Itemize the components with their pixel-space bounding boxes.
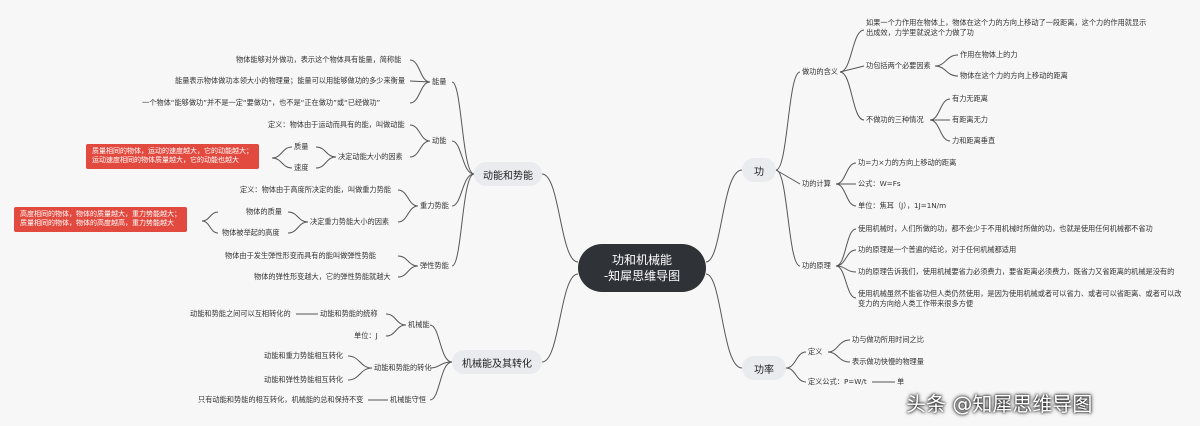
shouheng-desc: 只有动能和势能的相互转化，机械能的总和保持不变 xyxy=(198,395,364,404)
gong-hanyi-def-1: 如果一个力作用在物体上，物体在这个力的方向上移动了一段距离，这个力的作用就显示 xyxy=(866,18,1147,27)
gonglv-dingyi[interactable]: 定义 xyxy=(808,347,823,356)
dongneng-f2: 速度 xyxy=(294,163,309,172)
gong-bu-2: 有距离无力 xyxy=(952,115,988,124)
gonglv-dingyi-2: 表示做功快慢的物理量 xyxy=(852,357,924,366)
dongneng-factor[interactable]: 决定动能大小的因素 xyxy=(338,152,403,161)
root-topic[interactable]: 功和机械能 -知犀思维导图 xyxy=(578,244,706,292)
tanxing-1: 物体由于发生弹性形变而具有的能叫做弹性势能 xyxy=(225,251,376,260)
gonglv-danwei: 单 xyxy=(897,377,905,386)
tanxing[interactable]: 弹性势能 xyxy=(420,261,449,270)
zhongli-f1: 物体的质量 xyxy=(246,207,282,216)
zhongli[interactable]: 重力势能 xyxy=(420,201,449,210)
zhuanhua-2: 动能和弹性势能相互转化 xyxy=(264,375,344,384)
nengliang-2: 能量表示物体做功本领大小的物理量；能量可以用能够做功的多少来衡量 xyxy=(175,76,406,85)
nengliang-1: 物体能够对外做功，表示这个物体具有能量，简称能 xyxy=(236,55,402,64)
dongneng-note-2: 运动速度相同的物体质量越大，它的动能也越大 xyxy=(92,156,239,165)
dongneng[interactable]: 动能 xyxy=(432,136,447,145)
gonglv-dingyi-1: 功与做功所用时间之比 xyxy=(852,335,924,344)
gong-yuanli[interactable]: 功的原理 xyxy=(802,261,831,270)
gong-bu-3: 力和距离垂直 xyxy=(952,136,996,145)
gong-yinsu-1: 作用在物体上的力 xyxy=(960,50,1018,59)
branch-jixieneng[interactable]: 机械能及其转化 xyxy=(452,350,542,374)
jixieneng-danwei: 单位：J xyxy=(354,331,378,340)
zhuanhua[interactable]: 动能和势能的转化 xyxy=(374,363,432,372)
gong-yinsu[interactable]: 功包括两个必要因素 xyxy=(866,61,931,70)
gong-hanyi-def-2: 出成效，力学里就说这个力做了功 xyxy=(866,28,974,37)
branch-dongneng-shineng[interactable]: 动能和势能 xyxy=(474,162,542,186)
gong-jisuan-1: 功=力×力的方向上移动的距离 xyxy=(858,158,957,167)
dongneng-note: 质量相同的物体，运动的速度越大，它的动能越大； 运动速度相同的物体质量越大，它的… xyxy=(86,144,259,169)
watermark: 头条 @知犀思维导图 xyxy=(906,392,1093,416)
gong-yuanli-4b: 变力的方向给人类工作带来很多方便 xyxy=(858,299,974,308)
branch-gong[interactable]: 功 xyxy=(742,158,776,182)
shouheng[interactable]: 机械能守恒 xyxy=(390,395,426,404)
gong-bu[interactable]: 不做功的三种情况 xyxy=(866,115,924,124)
gong-yuanli-2: 功的原理是一个普遍的结论，对于任何机械都适用 xyxy=(858,245,1017,254)
zhongli-def: 定义：物体由于高度所决定的能，叫做重力势能 xyxy=(240,185,391,194)
gong-bu-1: 有力无距离 xyxy=(952,94,988,103)
nengliang[interactable]: 能量 xyxy=(432,77,447,86)
nengliang-3: 一个物体“能够做功”并不是一定“要做功”，也不是“正在做功”或“已经做功” xyxy=(142,98,381,107)
zhongli-f2: 物体被举起的高度 xyxy=(222,228,280,237)
zhongli-note: 高度相同的物体，物体的质量越大，重力势能越大； 质量相同的物体，物体的高度越高，… xyxy=(14,207,187,232)
gong-yuanli-3: 功的原理告诉我们，使用机械要省力必须费力，要省距离必须费力，既省力又省距离的机械… xyxy=(858,267,1175,276)
gong-yinsu-2: 物体在这个力的方向上移动的距离 xyxy=(960,71,1068,80)
root-subtitle: -知犀思维导图 xyxy=(603,269,681,283)
zhongli-note-2: 质量相同的物体，物体的高度越高，重力势能越大 xyxy=(20,219,174,228)
dongneng-f1: 质量 xyxy=(294,142,309,151)
jixieneng[interactable]: 机械能 xyxy=(408,320,430,329)
gong-hanyi[interactable]: 做功的含义 xyxy=(802,67,838,76)
dongneng-note-1: 质量相同的物体，运动的速度越大，它的动能越大； xyxy=(92,147,253,155)
gong-jisuan[interactable]: 功的计算 xyxy=(802,179,831,188)
jixieneng-sum: 动能和势能的统称 xyxy=(320,309,378,318)
gong-jisuan-2: 公式：W=Fs xyxy=(858,179,901,188)
gong-yuanli-1: 使用机械时，人们所做的功，都不会少于不用机械时所做的功，也就是使用任何机械都不省… xyxy=(858,224,1153,233)
zhuanhua-1: 动能和重力势能相互转化 xyxy=(264,351,344,360)
tanxing-2: 物体的弹性形变越大，它的弹性势能就越大 xyxy=(254,272,391,281)
root-title: 功和机械能 xyxy=(611,252,672,267)
zhongli-factor[interactable]: 决定重力势能大小的因素 xyxy=(310,217,390,226)
dongneng-def: 定义：物体由于运动而具有的能，叫做动能 xyxy=(268,120,405,129)
gong-yuanli-4a: 使用机械虽然不能省功但人类仍然使用，是因为使用机械或者可以省力、或者可以省距离、… xyxy=(858,289,1182,298)
gong-jisuan-3: 单位：焦耳（J），1J=1N/m xyxy=(858,201,947,210)
zhongli-note-1: 高度相同的物体，物体的质量越大，重力势能越大； xyxy=(20,210,181,218)
gonglv-gongshi[interactable]: 定义公式：P=W/t xyxy=(808,377,867,386)
jixieneng-sub: 动能和势能之间可以互相转化的 xyxy=(190,309,291,318)
branch-gonglv[interactable]: 功率 xyxy=(742,356,786,380)
